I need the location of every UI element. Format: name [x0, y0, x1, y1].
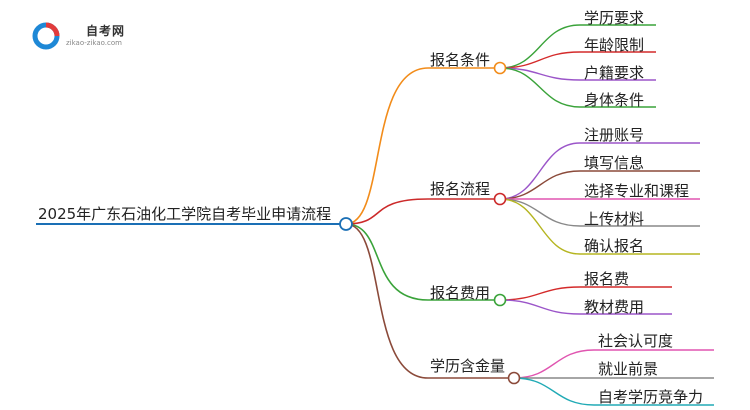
leaf-connector	[499, 299, 581, 315]
branch-connector	[345, 223, 429, 379]
branch-node-circle	[493, 192, 507, 206]
leaf-label[interactable]: 身体条件	[584, 91, 645, 109]
leaf-connector	[499, 170, 581, 200]
leaf-label[interactable]: 学历要求	[584, 9, 645, 27]
leaf-connector	[499, 67, 581, 81]
branch-connector	[345, 67, 429, 225]
leaf-label[interactable]: 填写信息	[584, 154, 645, 172]
logo-icon	[32, 22, 60, 50]
root-node-circle	[339, 217, 353, 231]
leaf-label[interactable]: 选择专业和课程	[584, 182, 690, 200]
branch-label[interactable]: 报名条件	[430, 51, 491, 69]
branch-node-circle	[493, 61, 507, 75]
leaf-connector	[499, 286, 581, 301]
leaf-connector	[499, 51, 581, 69]
branch-label[interactable]: 学历含金量	[430, 357, 506, 375]
leaf-connector	[499, 198, 581, 227]
leaf-label[interactable]: 就业前景	[598, 360, 659, 378]
root-node-label[interactable]: 2025年广东石油化工学院自考毕业申请流程	[38, 205, 332, 223]
leaf-connector	[499, 142, 581, 200]
leaf-connector	[499, 198, 581, 255]
leaf-label[interactable]: 确认报名	[584, 237, 645, 255]
branch-label[interactable]: 报名流程	[430, 180, 491, 198]
leaf-label[interactable]: 注册账号	[584, 126, 645, 144]
logo-subtitle: zikao-zikao.com	[66, 39, 122, 47]
leaf-label[interactable]: 户籍要求	[584, 64, 645, 82]
branch-connector	[345, 223, 429, 301]
leaf-label[interactable]: 年龄限制	[584, 36, 645, 54]
leaf-label[interactable]: 社会认可度	[598, 332, 674, 350]
leaf-label[interactable]: 报名费	[584, 270, 630, 288]
leaf-connector	[499, 24, 581, 69]
leaf-label[interactable]: 上传材料	[584, 210, 645, 228]
site-logo[interactable]: 自考网 zikao-zikao.com	[28, 18, 158, 52]
branch-label[interactable]: 报名费用	[430, 284, 491, 302]
branch-node-circle	[507, 371, 521, 385]
leaf-connector	[513, 377, 595, 406]
leaf-label[interactable]: 教材费用	[584, 298, 645, 316]
logo-title: 自考网	[86, 24, 126, 38]
leaf-label[interactable]: 自考学历竞争力	[598, 388, 704, 406]
branch-connector	[345, 198, 429, 225]
leaf-connector	[513, 349, 595, 379]
branch-node-circle	[493, 293, 507, 307]
leaf-connector	[499, 67, 581, 108]
